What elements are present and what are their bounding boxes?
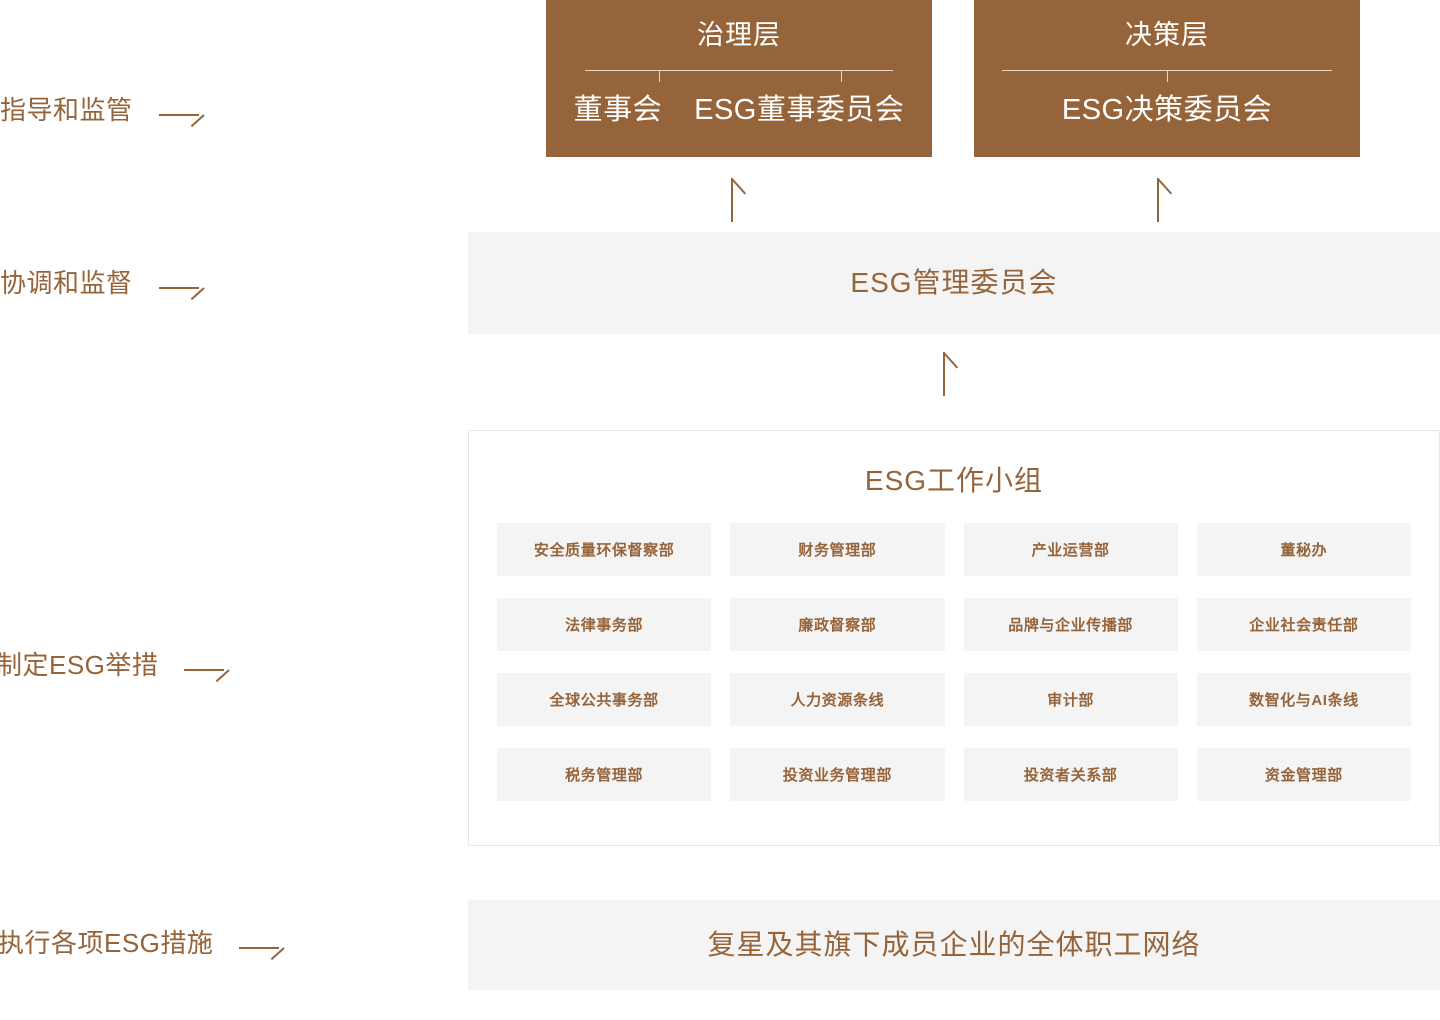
governance-layer-title: 治理层 bbox=[697, 20, 781, 50]
arrow-right-icon bbox=[184, 656, 231, 683]
department-chip[interactable]: 投资者关系部 bbox=[963, 748, 1178, 801]
divider-tick bbox=[659, 70, 660, 82]
esg-management-committee-label: ESG管理委员会 bbox=[850, 267, 1058, 298]
governance-item-esg-board-committee: ESG董事委员会 bbox=[694, 94, 905, 126]
governance-item-board: 董事会 bbox=[573, 94, 663, 126]
department-chip[interactable]: 法律事务部 bbox=[497, 598, 712, 651]
rail-label-coordination: 协调和监督 bbox=[0, 268, 205, 301]
rail-label-text: 制定ESG举措 bbox=[0, 650, 159, 680]
arrow-up-workgroup-icon bbox=[943, 352, 965, 396]
arrow-up-governance-icon bbox=[731, 178, 753, 222]
decision-divider bbox=[1002, 70, 1332, 82]
divider-line bbox=[585, 70, 893, 71]
department-chip[interactable]: 企业社会责任部 bbox=[1196, 598, 1411, 651]
arrow-right-icon bbox=[158, 101, 205, 128]
rail-label-text: 执行各项ESG措施 bbox=[0, 928, 214, 958]
department-chip[interactable]: 产业运营部 bbox=[963, 523, 1178, 576]
decision-layer-title: 决策层 bbox=[1125, 20, 1209, 50]
decision-item-esg-decision-committee: ESG决策委员会 bbox=[1061, 94, 1273, 126]
decision-items: ESG决策委员会 bbox=[1062, 92, 1272, 128]
rail-label-supervision: 指导和监管 bbox=[0, 95, 205, 128]
divider-tick bbox=[1167, 70, 1168, 82]
rail-label-initiatives: 制定ESG举措 bbox=[0, 650, 231, 683]
department-chip[interactable]: 资金管理部 bbox=[1196, 748, 1411, 801]
divider-tick bbox=[841, 70, 842, 82]
governance-divider bbox=[585, 70, 893, 82]
rail-label-text: 指导和监管 bbox=[0, 95, 133, 125]
department-chip[interactable]: 品牌与企业传播部 bbox=[963, 598, 1178, 651]
department-chip[interactable]: 数智化与AI条线 bbox=[1196, 673, 1411, 726]
department-chip[interactable]: 税务管理部 bbox=[497, 748, 712, 801]
department-chip[interactable]: 廉政督察部 bbox=[730, 598, 945, 651]
governance-items: 董事会 ESG董事委员会 bbox=[574, 92, 905, 128]
esg-working-group-title: ESG工作小组 bbox=[864, 465, 1044, 496]
department-chip[interactable]: 董秘办 bbox=[1196, 523, 1411, 576]
department-chip[interactable]: 财务管理部 bbox=[730, 523, 945, 576]
employee-network-band: 复星及其旗下成员企业的全体职工网络 bbox=[468, 900, 1440, 990]
department-chip[interactable]: 全球公共事务部 bbox=[497, 673, 712, 726]
arrow-right-icon bbox=[158, 274, 205, 301]
department-chip[interactable]: 审计部 bbox=[963, 673, 1178, 726]
employee-network-label: 复星及其旗下成员企业的全体职工网络 bbox=[707, 929, 1201, 960]
esg-working-group-panel: ESG工作小组 安全质量环保督察部 财务管理部 产业运营部 董秘办 法律事务部 … bbox=[468, 430, 1440, 846]
arrow-up-decision-icon bbox=[1157, 178, 1179, 222]
esg-management-committee-band: ESG管理委员会 bbox=[468, 232, 1440, 334]
department-grid: 安全质量环保督察部 财务管理部 产业运营部 董秘办 法律事务部 廉政督察部 品牌… bbox=[497, 523, 1411, 801]
governance-layer-box: 治理层 董事会 ESG董事委员会 bbox=[546, 0, 932, 157]
decision-layer-box: 决策层 ESG决策委员会 bbox=[974, 0, 1360, 157]
rail-label-text: 协调和监督 bbox=[0, 268, 133, 298]
arrow-right-icon bbox=[239, 934, 286, 961]
department-chip[interactable]: 人力资源条线 bbox=[730, 673, 945, 726]
rail-label-execution: 执行各项ESG措施 bbox=[0, 928, 286, 961]
department-chip[interactable]: 投资业务管理部 bbox=[730, 748, 945, 801]
department-chip[interactable]: 安全质量环保督察部 bbox=[497, 523, 712, 576]
